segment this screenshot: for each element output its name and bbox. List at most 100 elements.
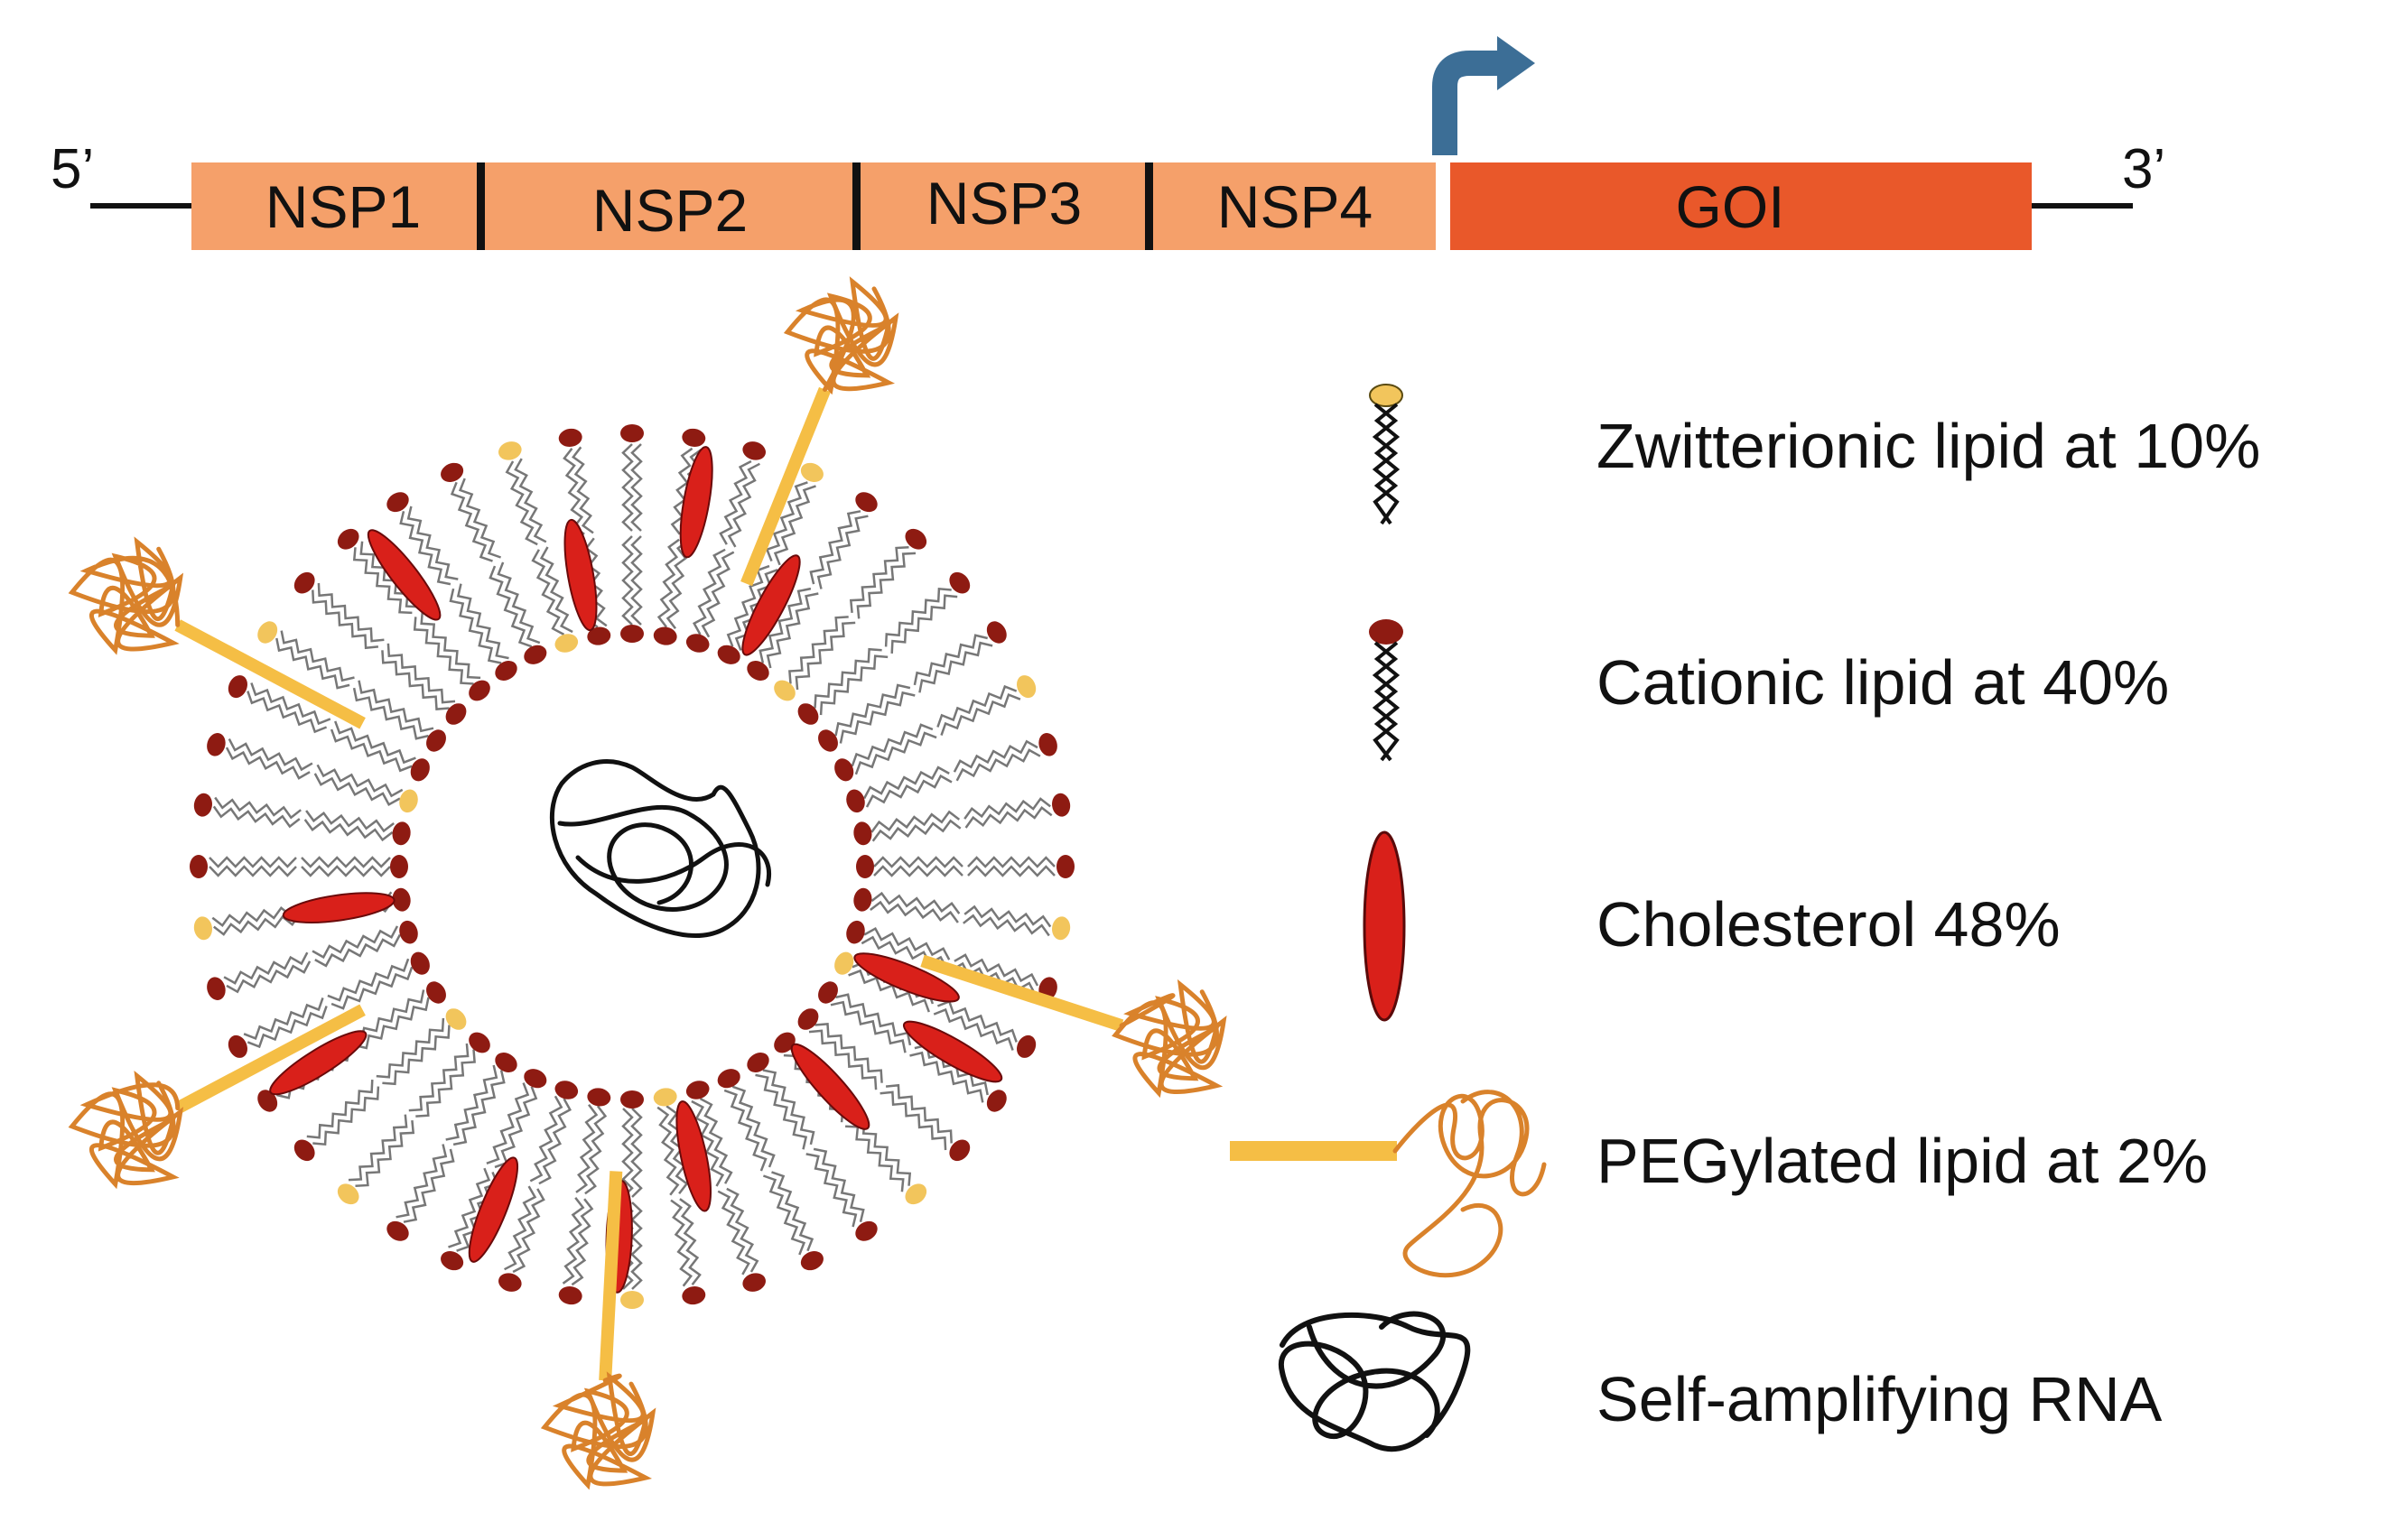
lipid-tail [212, 805, 301, 829]
lipid-pair [747, 1053, 878, 1241]
cholesterol [853, 952, 960, 1003]
lipid-tail [719, 459, 752, 545]
lipid-tail [386, 643, 456, 704]
cholesterol [367, 529, 442, 621]
lipid-tail [376, 1017, 445, 1079]
nsp2-label: NSP2 [592, 177, 748, 244]
lipid-tail [539, 546, 573, 634]
lipid-tail [870, 900, 959, 923]
lipid-tail [312, 925, 399, 960]
cholesterol-icon [1363, 830, 1406, 1022]
lipid-tail [456, 583, 509, 660]
lipid-tail [630, 1108, 643, 1198]
lipid-pair [834, 675, 1037, 782]
lipid-tail [448, 1167, 491, 1248]
peg-coil [68, 536, 184, 655]
peg-coil [1112, 979, 1227, 1099]
lipid-tail [773, 485, 816, 566]
lipid-head [426, 981, 446, 1004]
lipid-pair [797, 1008, 971, 1162]
lipid-head [1056, 855, 1075, 878]
lipid-head [682, 428, 706, 447]
lipid-head [855, 492, 878, 513]
lipid-head [498, 1273, 522, 1292]
lipid-tail [306, 1080, 374, 1139]
lipid-tail [788, 616, 849, 684]
lipid-head [834, 951, 854, 975]
lipid-tail [835, 993, 912, 1046]
lipid-tail [670, 1199, 693, 1287]
cholesterol [679, 446, 713, 559]
lipid-tail [909, 1051, 984, 1103]
segment-divider [852, 162, 861, 250]
lipid-head [797, 703, 819, 725]
lipid-head [620, 625, 644, 643]
lipid-tail [399, 511, 451, 586]
lipid-pair [853, 793, 1071, 846]
lipid-pair [441, 462, 547, 664]
lipid-head [293, 571, 315, 594]
lipid-tail [415, 1049, 476, 1118]
lipid-tail [538, 1098, 572, 1185]
lipid-head [856, 855, 874, 878]
lipid-pair [685, 1081, 766, 1292]
lipid-head [620, 1291, 644, 1309]
peg-anchor [740, 386, 831, 587]
lipid-head [399, 920, 418, 944]
pegylated-lipid [920, 954, 1227, 1099]
lipid-head [524, 1069, 547, 1089]
cholesterol [563, 518, 598, 632]
lipid-pair [207, 733, 418, 813]
lipid-tail [275, 637, 350, 690]
lipid-tail [759, 587, 812, 663]
lipid-tail [584, 1105, 608, 1195]
lipid-head [441, 1251, 464, 1271]
lipid-head [1017, 675, 1037, 699]
lipid-head [717, 1069, 740, 1089]
lipid-tail [209, 856, 297, 868]
lipid-head [554, 1081, 579, 1099]
lipid-pair [386, 492, 517, 681]
lipid-head [554, 634, 579, 653]
lipid-head [846, 920, 865, 944]
lipid-head [257, 1090, 278, 1112]
lipid-head [392, 821, 411, 846]
lipid-tail [771, 1171, 814, 1252]
lipid-head [747, 661, 769, 681]
lipid-tail [862, 765, 950, 800]
lipid-tail [755, 1073, 808, 1150]
lipid-tail [352, 547, 413, 615]
lipid-tail [727, 462, 760, 548]
lipid-tail [505, 460, 538, 546]
pegylated-lipid [68, 536, 366, 729]
cholesterol [741, 554, 801, 656]
lipid-head [193, 916, 212, 941]
lipid-pair [293, 571, 467, 725]
lipid-tail [873, 865, 963, 877]
lipid-tail [334, 720, 416, 765]
lipid-tail [226, 960, 312, 994]
legend: Zwitterionic lipid at 10% Cationic lipid… [1230, 384, 2260, 1452]
lipid-pair [257, 621, 446, 752]
lipid-head [386, 1220, 409, 1241]
lipid-head [774, 680, 796, 701]
lipid-head [986, 621, 1007, 644]
lipid-head [818, 729, 838, 752]
lipid-tail [621, 535, 634, 626]
lipid-head [558, 428, 582, 447]
goi-label: GOI [1675, 173, 1784, 240]
lipid-head [445, 1008, 467, 1030]
lipid-tail [870, 810, 961, 833]
lipid-tail [330, 728, 413, 773]
lipid-tail [955, 748, 1041, 782]
lipid-pair [293, 1008, 467, 1162]
lipid-tail [816, 515, 869, 589]
lipid-tail [413, 617, 474, 685]
lipid-head [653, 626, 677, 645]
peg-coil [783, 276, 899, 395]
lipid-tail [839, 691, 916, 744]
lipid-pair [620, 424, 644, 643]
lipid-head [797, 1008, 819, 1030]
lipid-tail [512, 1188, 545, 1274]
lipid-head [986, 1090, 1007, 1112]
